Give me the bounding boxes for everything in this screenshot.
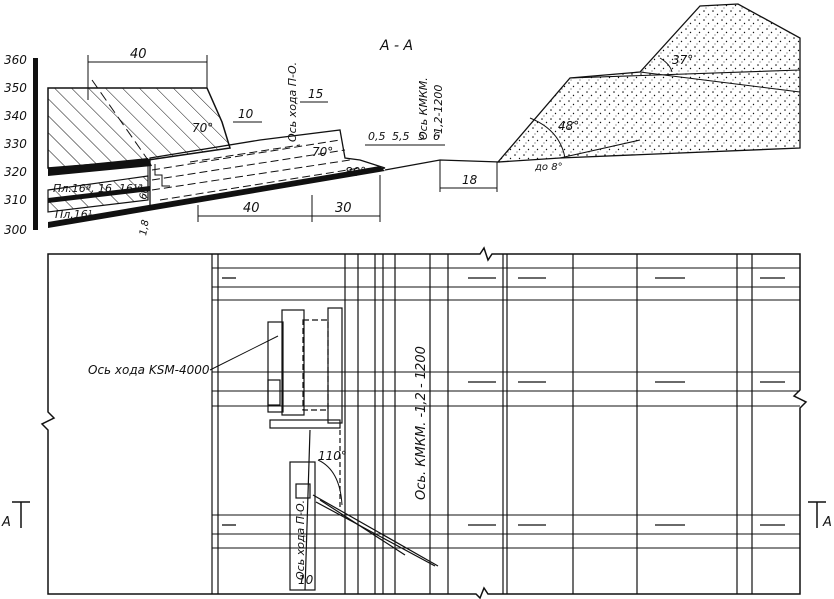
leader-line-ksm	[209, 335, 279, 371]
dim-top-width: 40	[130, 47, 147, 62]
elevation-310: 310	[4, 193, 27, 207]
elevation-360: 360	[4, 53, 27, 67]
dim-small-2: 5,5	[392, 130, 410, 143]
label-dim-10: 10	[298, 573, 314, 587]
angle-slope-bench: 70°	[312, 145, 333, 159]
angle-dump-base: до 8°	[534, 162, 563, 173]
dump-inner-lines	[559, 69, 801, 159]
plan-vertical-lines	[211, 254, 753, 594]
label-axis-kmkm-2: -1,2-1200	[432, 85, 445, 138]
angle-110-arc	[317, 459, 343, 506]
bench-steps	[147, 160, 170, 200]
coal-seam-middle	[48, 186, 150, 203]
excavator-ksm	[267, 307, 343, 429]
section-mark-right	[808, 501, 826, 528]
elevation-340: 340	[4, 109, 27, 123]
plan-short-dashes	[222, 277, 785, 526]
label-axis-kmkm-plan: Ось. КМКМ. -1,2 - 1200	[414, 346, 429, 500]
dashed-axis-line	[91, 79, 149, 161]
label-thickness-1: 60	[138, 186, 151, 200]
dim-small-3: 5	[418, 130, 425, 143]
dim-gap-18: 18	[462, 173, 478, 187]
elevation-350: 350	[4, 81, 27, 95]
elevation-300: 300	[4, 223, 27, 237]
angle-slope-left: 70°	[192, 121, 213, 135]
angle-dump-top: 37°	[672, 53, 693, 67]
rock-dump	[496, 3, 801, 163]
label-section-left: A	[1, 515, 11, 530]
elevation-320: 320	[4, 165, 27, 179]
label-axis-po-plan: Ось хода П-О.	[294, 500, 307, 580]
label-axis-ksm: Ось хода KSM-4000	[88, 363, 210, 377]
label-seams-lower: Пл.16¹	[55, 208, 92, 221]
section-mark-left	[12, 501, 30, 528]
dim-bench-2: 15	[308, 87, 323, 101]
elevation-scale: 360 350 340 330 320 310 300	[4, 53, 38, 237]
dim-lower-2: 30	[335, 201, 352, 216]
label-thickness-2: 1,8	[138, 219, 152, 237]
bench-outline	[149, 129, 386, 209]
coal-seam-upper	[48, 158, 152, 176]
conveyor-po	[289, 429, 439, 591]
elevation-330: 330	[4, 137, 27, 151]
dim-bench-1: 10	[238, 107, 254, 121]
angle-dump-face: 48°	[558, 119, 579, 133]
section-view: 360 350 340 330 320 310 300	[4, 3, 801, 237]
dim-small-1: 0,5	[368, 130, 386, 143]
plan-view: Ось хода KSM-4000 Ось. КМКМ. -1,2 - 1200…	[1, 246, 832, 599]
angle-slope-low: 80°	[345, 165, 366, 179]
dim-small-4: 6	[433, 130, 440, 143]
label-section-right: A	[822, 515, 832, 530]
ground-line	[384, 159, 501, 171]
label-seams-upper: Пл.16ª, 16, 16¹ª	[53, 182, 143, 195]
bench-dashes	[151, 139, 361, 201]
label-axis-po: Ось хода П-О.	[286, 62, 299, 142]
label-axis-kmkm: Ось КМКМ.	[417, 77, 430, 140]
section-dimensions	[87, 55, 498, 222]
label-angle-110: 110°	[318, 449, 347, 463]
plan-horizontal-lines	[212, 267, 800, 549]
dump-face-arc	[529, 57, 673, 159]
plan-frame	[40, 246, 808, 599]
dim-lower-1: 40	[243, 201, 260, 216]
section-title: A - A	[379, 38, 413, 54]
